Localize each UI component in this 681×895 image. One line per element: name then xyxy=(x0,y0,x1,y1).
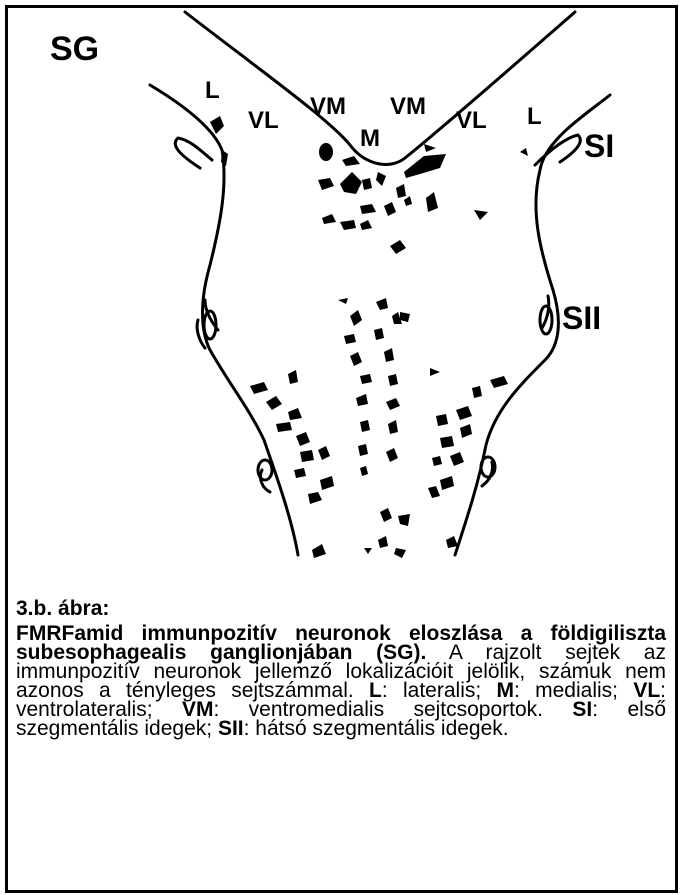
neuron-cell xyxy=(356,394,368,406)
neuron-cell xyxy=(342,156,360,166)
neuron-cell xyxy=(360,374,372,384)
neuron-cell xyxy=(456,406,472,420)
neuron-cell xyxy=(294,468,306,478)
neuron-cell xyxy=(440,476,454,490)
neuron-cell xyxy=(378,536,388,548)
neuron-cell xyxy=(520,148,528,156)
neuron-cell xyxy=(250,382,268,394)
neuron-cell xyxy=(360,466,368,476)
neuron-cell xyxy=(384,202,396,216)
neuron-cell xyxy=(322,214,336,224)
neuron-cell xyxy=(318,178,334,190)
neuron-cell xyxy=(474,210,488,220)
neuron-cell xyxy=(210,116,224,134)
neuron-cell xyxy=(386,448,398,462)
neuron-cell xyxy=(394,548,406,558)
neuron-cell xyxy=(398,514,410,526)
neuron-cell xyxy=(424,144,436,152)
label-l-left: L xyxy=(205,77,220,104)
label-vm-right: VM xyxy=(390,93,426,120)
neuron-cell xyxy=(472,386,482,398)
neuron-cell xyxy=(362,178,372,190)
neuron-cells xyxy=(210,116,528,558)
neuron-cell xyxy=(276,422,292,432)
label-m: M xyxy=(360,125,380,152)
neuron-cell xyxy=(221,150,228,166)
neuron-cell xyxy=(318,446,330,460)
label-vl-right: VL xyxy=(456,107,487,134)
neuron-cell xyxy=(308,492,322,504)
caption-body: FMRFamid immunpozitív neuronok eloszlása… xyxy=(16,624,666,738)
neuron-cell xyxy=(296,432,310,446)
label-vm-left: VM xyxy=(310,93,346,120)
caption-title: 3.b. ábra: xyxy=(16,598,666,620)
neuron-cell xyxy=(404,154,446,178)
label-si: SI xyxy=(584,128,614,164)
neuron-cell xyxy=(344,334,356,344)
neuron-cell xyxy=(390,240,406,254)
neuron-cell xyxy=(320,476,334,490)
neuron-cell xyxy=(430,368,440,376)
neuron-cell xyxy=(376,172,386,186)
neuron-cell xyxy=(360,420,370,432)
ventral-notch xyxy=(185,12,575,164)
neuron-cell xyxy=(460,424,472,438)
term-sii: SII xyxy=(218,717,244,740)
ganglion-diagram: SG L VL VM M VM VL L SI SII xyxy=(0,0,681,600)
neuron-cell xyxy=(450,452,464,466)
left-lower-root xyxy=(258,460,272,480)
neuron-cell xyxy=(319,143,333,161)
neuron-cell xyxy=(404,196,412,206)
neuron-cell xyxy=(350,310,362,326)
label-vl-left: VL xyxy=(248,107,279,134)
neuron-cell xyxy=(300,450,314,462)
neuron-cell xyxy=(446,536,458,548)
left-si-nerve xyxy=(175,138,212,168)
neuron-cell xyxy=(312,544,326,558)
neuron-cell xyxy=(340,172,362,194)
label-sg: SG xyxy=(50,30,99,68)
neuron-cell xyxy=(360,220,372,230)
neuron-cell xyxy=(396,184,406,198)
neuron-cell xyxy=(288,408,302,420)
neuron-cell xyxy=(288,370,298,384)
neuron-cell xyxy=(266,396,282,410)
neuron-cell xyxy=(400,312,410,322)
neuron-cell xyxy=(376,298,388,310)
neuron-cell xyxy=(386,398,400,410)
label-sii: SII xyxy=(562,300,601,336)
neuron-cell xyxy=(426,192,438,212)
neuron-cell xyxy=(360,204,376,214)
neuron-cell xyxy=(384,348,394,362)
right-sii-nerve xyxy=(542,296,549,328)
def-sii: : hátsó szegmentális idegek. xyxy=(244,717,509,740)
neuron-cell xyxy=(340,220,356,230)
neuron-cell xyxy=(432,456,442,466)
neuron-cell xyxy=(388,374,398,386)
neuron-cell xyxy=(440,436,454,448)
neuron-cell xyxy=(338,298,348,304)
neuron-cell xyxy=(436,414,448,426)
neuron-cell xyxy=(358,444,368,456)
neuron-cell xyxy=(490,376,508,388)
neuron-cell xyxy=(428,486,440,498)
neuron-cell xyxy=(364,548,372,554)
neuron-cell xyxy=(374,328,384,340)
figure-caption: 3.b. ábra: FMRFamid immunpozitív neurono… xyxy=(16,598,666,738)
neuron-cell xyxy=(380,508,392,522)
neuron-cell xyxy=(350,352,362,366)
term-si: SI xyxy=(572,698,592,721)
label-l-right: L xyxy=(527,103,542,130)
neuron-cell xyxy=(388,420,398,434)
